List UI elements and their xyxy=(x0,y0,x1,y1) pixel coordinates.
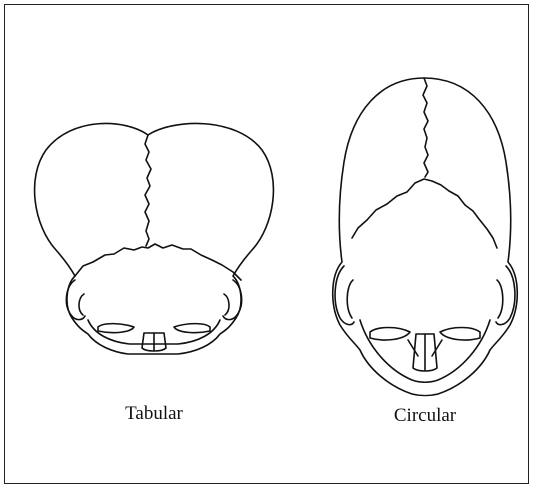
tabular-left-orbit xyxy=(98,324,134,333)
circular-right-orbit xyxy=(440,328,480,341)
circular-skull xyxy=(333,78,518,396)
circular-label: Circular xyxy=(394,405,456,427)
tabular-right-orbit xyxy=(174,324,210,333)
tabular-label: Tabular xyxy=(125,403,183,425)
tabular-skull xyxy=(35,123,274,354)
circular-left-orbit xyxy=(370,328,410,341)
tabular-sagittal-suture xyxy=(145,135,151,246)
tabular-cranium-outline xyxy=(35,123,274,354)
tabular-lambdoid-suture xyxy=(75,244,241,280)
circular-lambdoid-suture xyxy=(352,179,497,248)
circular-sagittal-suture xyxy=(423,78,428,177)
